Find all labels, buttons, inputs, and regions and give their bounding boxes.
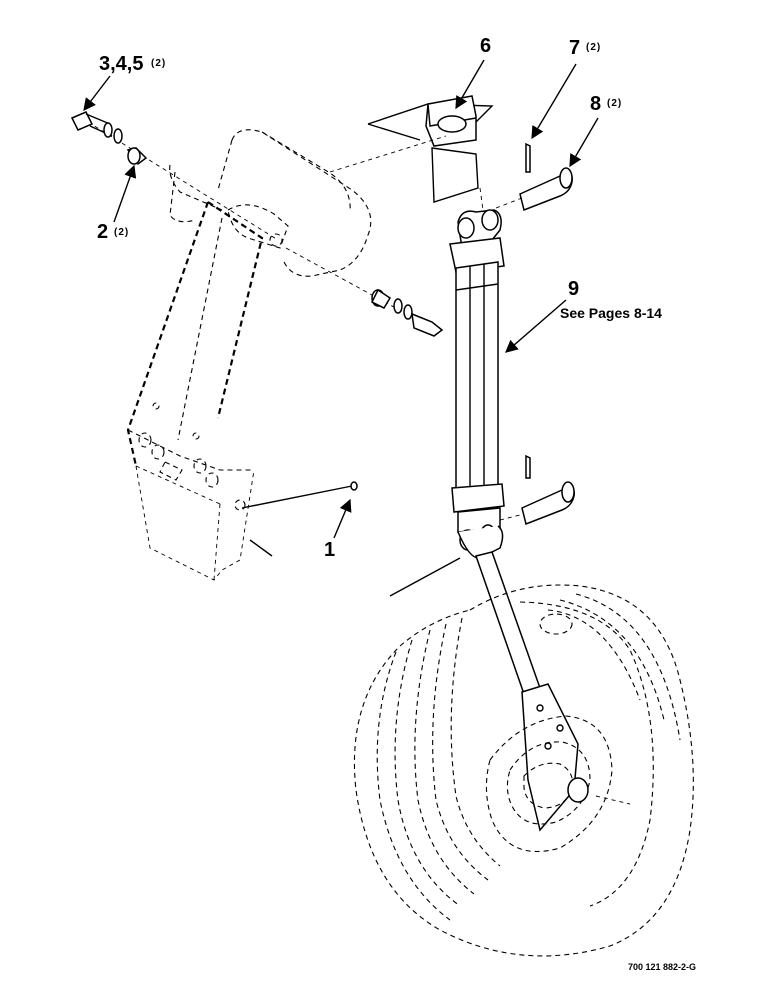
callout-9-label: 9: [568, 278, 579, 300]
callout-9: 9 See Pages 8-14: [505, 278, 662, 353]
mounting-bracket: [329, 95, 494, 203]
callout-2-qty: (2): [114, 227, 129, 238]
callout-3-4-5-label: 3,4,5: [99, 53, 143, 75]
wheel-assembly: [353, 551, 694, 957]
callout-6: 6: [455, 35, 491, 110]
callout-7-label: 7: [569, 37, 580, 59]
callout-8-label: 8: [590, 93, 601, 115]
callout-3-4-5: 3,4,5 (2): [83, 53, 166, 112]
frame-leg: [126, 129, 372, 581]
callout-3-4-5-qty: (2): [151, 58, 166, 69]
callout-6-label: 6: [480, 35, 491, 57]
callout-9-note: See Pages 8-14: [560, 305, 662, 321]
callout-7: 7 (2): [531, 37, 601, 140]
hydraulic-cylinder: [389, 142, 575, 597]
callout-2: 2 (2): [97, 164, 137, 243]
callout-2-label: 2: [97, 221, 108, 243]
callout-1-label: 1: [324, 539, 335, 561]
drawing-number: 700 121 882-2-G: [628, 962, 696, 972]
bolt-hardware: [70, 111, 444, 337]
callout-8-qty: (2): [607, 98, 622, 109]
callout-1: 1: [241, 481, 358, 561]
callout-8: 8 (2): [569, 93, 622, 168]
callout-7-qty: (2): [586, 42, 601, 53]
